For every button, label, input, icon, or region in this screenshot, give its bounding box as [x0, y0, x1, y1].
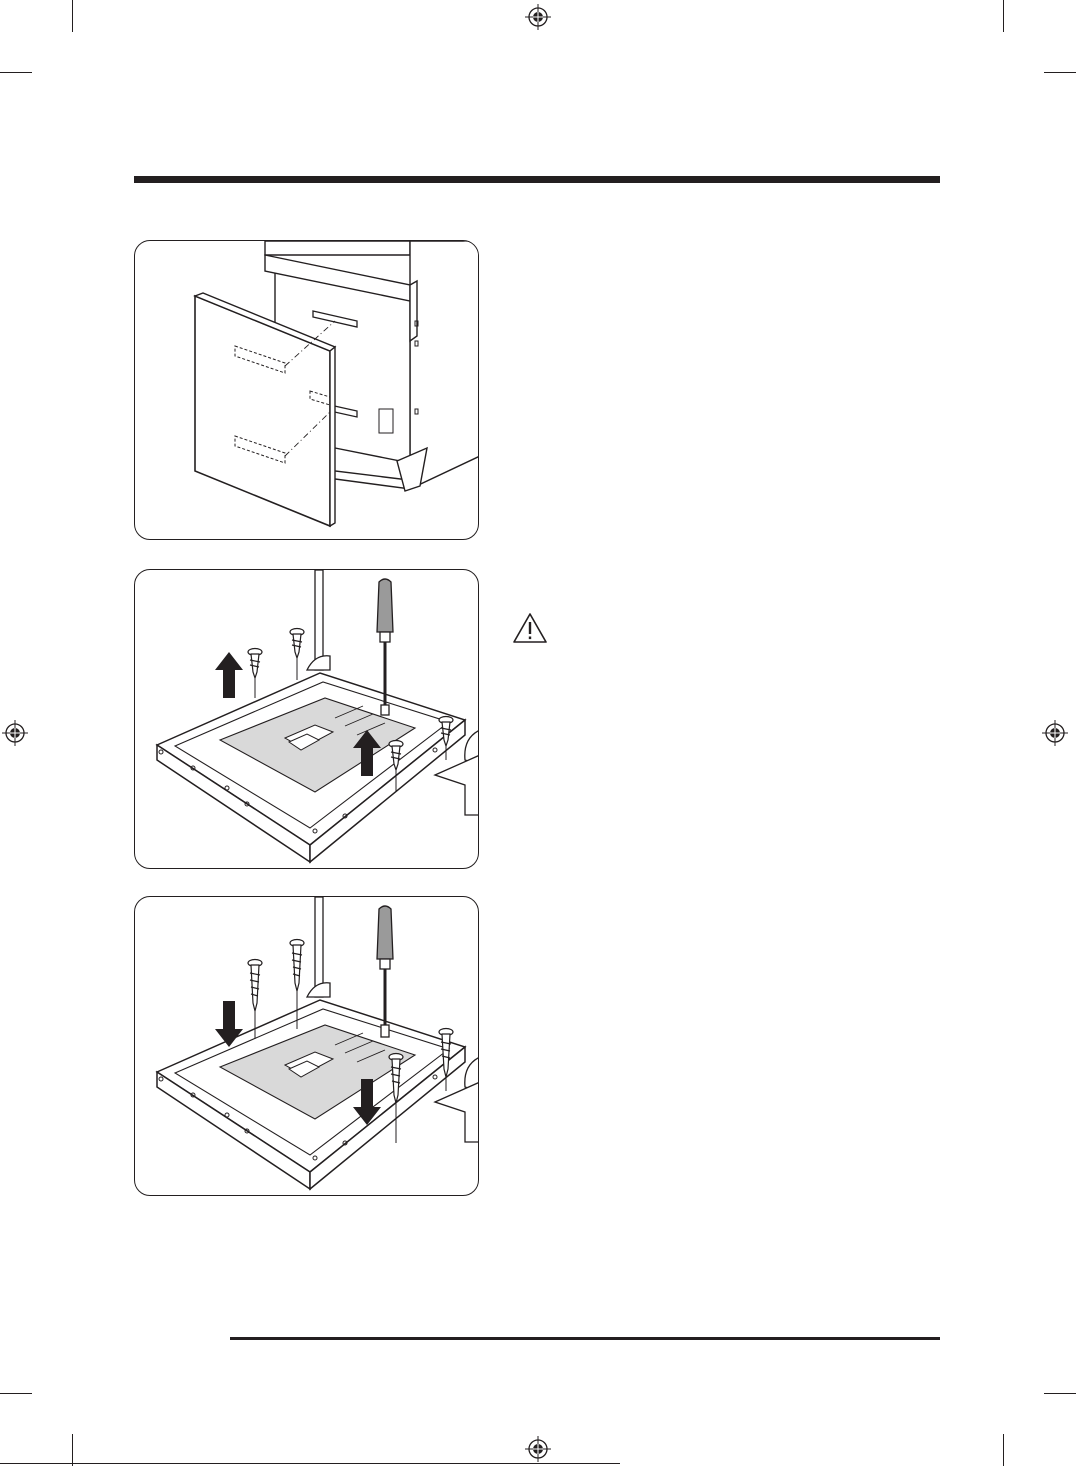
caution-triangle-icon [512, 612, 548, 644]
crop-mark-top-right-v [1003, 0, 1004, 32]
screwdriver-icon [377, 906, 393, 1037]
crop-mark-top-left-v [72, 0, 73, 32]
crop-mark-bottom-left-v [72, 1434, 73, 1466]
registration-mark-icon [1042, 720, 1068, 746]
figure-screw-removal [134, 569, 479, 869]
crop-mark-bottom-left-h [0, 1393, 32, 1394]
registration-mark-icon [2, 720, 28, 746]
slug-line [0, 1463, 620, 1464]
figure-screw-installation [134, 896, 479, 1196]
screw-icon [290, 629, 304, 659]
crop-mark-top-right-h [1044, 72, 1076, 73]
footer-rule [230, 1337, 940, 1340]
screw-icon [290, 940, 304, 992]
screw-icon [248, 960, 262, 1012]
crop-mark-bottom-right-h [1044, 1393, 1076, 1394]
crop-mark-bottom-right-v [1003, 1434, 1004, 1466]
arrow-up-icon [215, 652, 243, 698]
registration-mark-icon [525, 4, 551, 30]
registration-mark-icon [525, 1436, 551, 1462]
crop-mark-top-left-h [0, 72, 32, 73]
figure-door-panel-alignment [134, 240, 479, 540]
screw-icon [248, 649, 262, 679]
header-rule [134, 176, 940, 183]
